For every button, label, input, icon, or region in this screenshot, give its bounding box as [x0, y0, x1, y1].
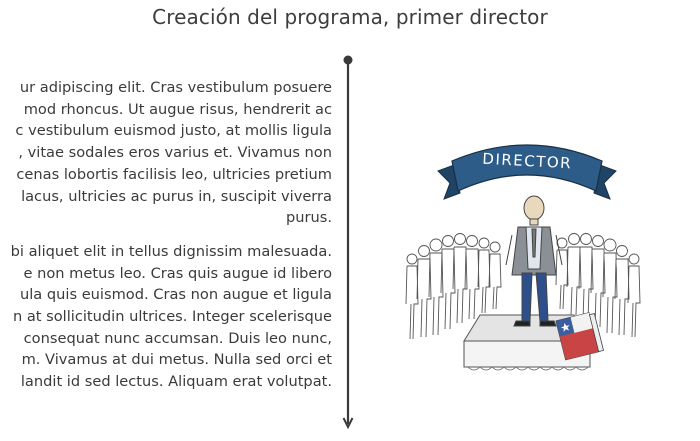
- book-icon: [555, 312, 605, 361]
- timeline-arrow-icon: [342, 417, 354, 430]
- paragraph-2: bi aliquet elit in tellus dignissim male…: [0, 241, 332, 393]
- text-line: consequat nunc accumsan. Duis leo nunc,: [23, 329, 332, 347]
- text-line: cenas lobortis facilisis leo, ultricies …: [16, 165, 332, 183]
- text-line: e non metus leo. Cras quis augue id libe…: [23, 264, 333, 282]
- text-line: purus.: [285, 209, 332, 227]
- text-line: , vitae sodales eros varius et. Vivamus …: [18, 144, 332, 162]
- timeline-line: [342, 55, 354, 430]
- director-banner: DIRECTOR: [437, 144, 617, 200]
- director-illustration: DIRECTOR: [405, 144, 641, 371]
- text-line: landit id sed lectus. Aliquam erat volut…: [20, 373, 332, 391]
- paragraph-1: ur adipiscing elit. Cras vestibulum posu…: [0, 77, 332, 229]
- director-figure: [505, 195, 563, 327]
- text-column: ur adipiscing elit. Cras vestibulum posu…: [0, 77, 332, 405]
- text-line: m. Vivamus at dui metus. Nulla sed orci …: [21, 351, 332, 369]
- page-title: Creación del programa, primer director: [152, 5, 548, 29]
- timeline-start-dot: [343, 55, 353, 65]
- banner-label: DIRECTOR: [482, 150, 573, 173]
- text-line: n at sollicitudin ultrices. Integer scel…: [12, 308, 332, 326]
- text-line: c vestibulum euismod justo, at mollis li…: [15, 122, 332, 140]
- text-line: lacus, ultricies ac purus in, suscipit v…: [21, 187, 332, 205]
- crowd-right: [555, 233, 641, 338]
- text-line: ula quis euismod. Cras non augue et ligu…: [20, 286, 332, 304]
- crowd-left: [405, 233, 502, 340]
- text-line: mod rhoncus. Ut augue risus, hendrerit a…: [23, 100, 332, 118]
- text-line: ur adipiscing elit. Cras vestibulum posu…: [19, 79, 332, 96]
- text-line: bi aliquet elit in tellus dignissim male…: [10, 242, 332, 260]
